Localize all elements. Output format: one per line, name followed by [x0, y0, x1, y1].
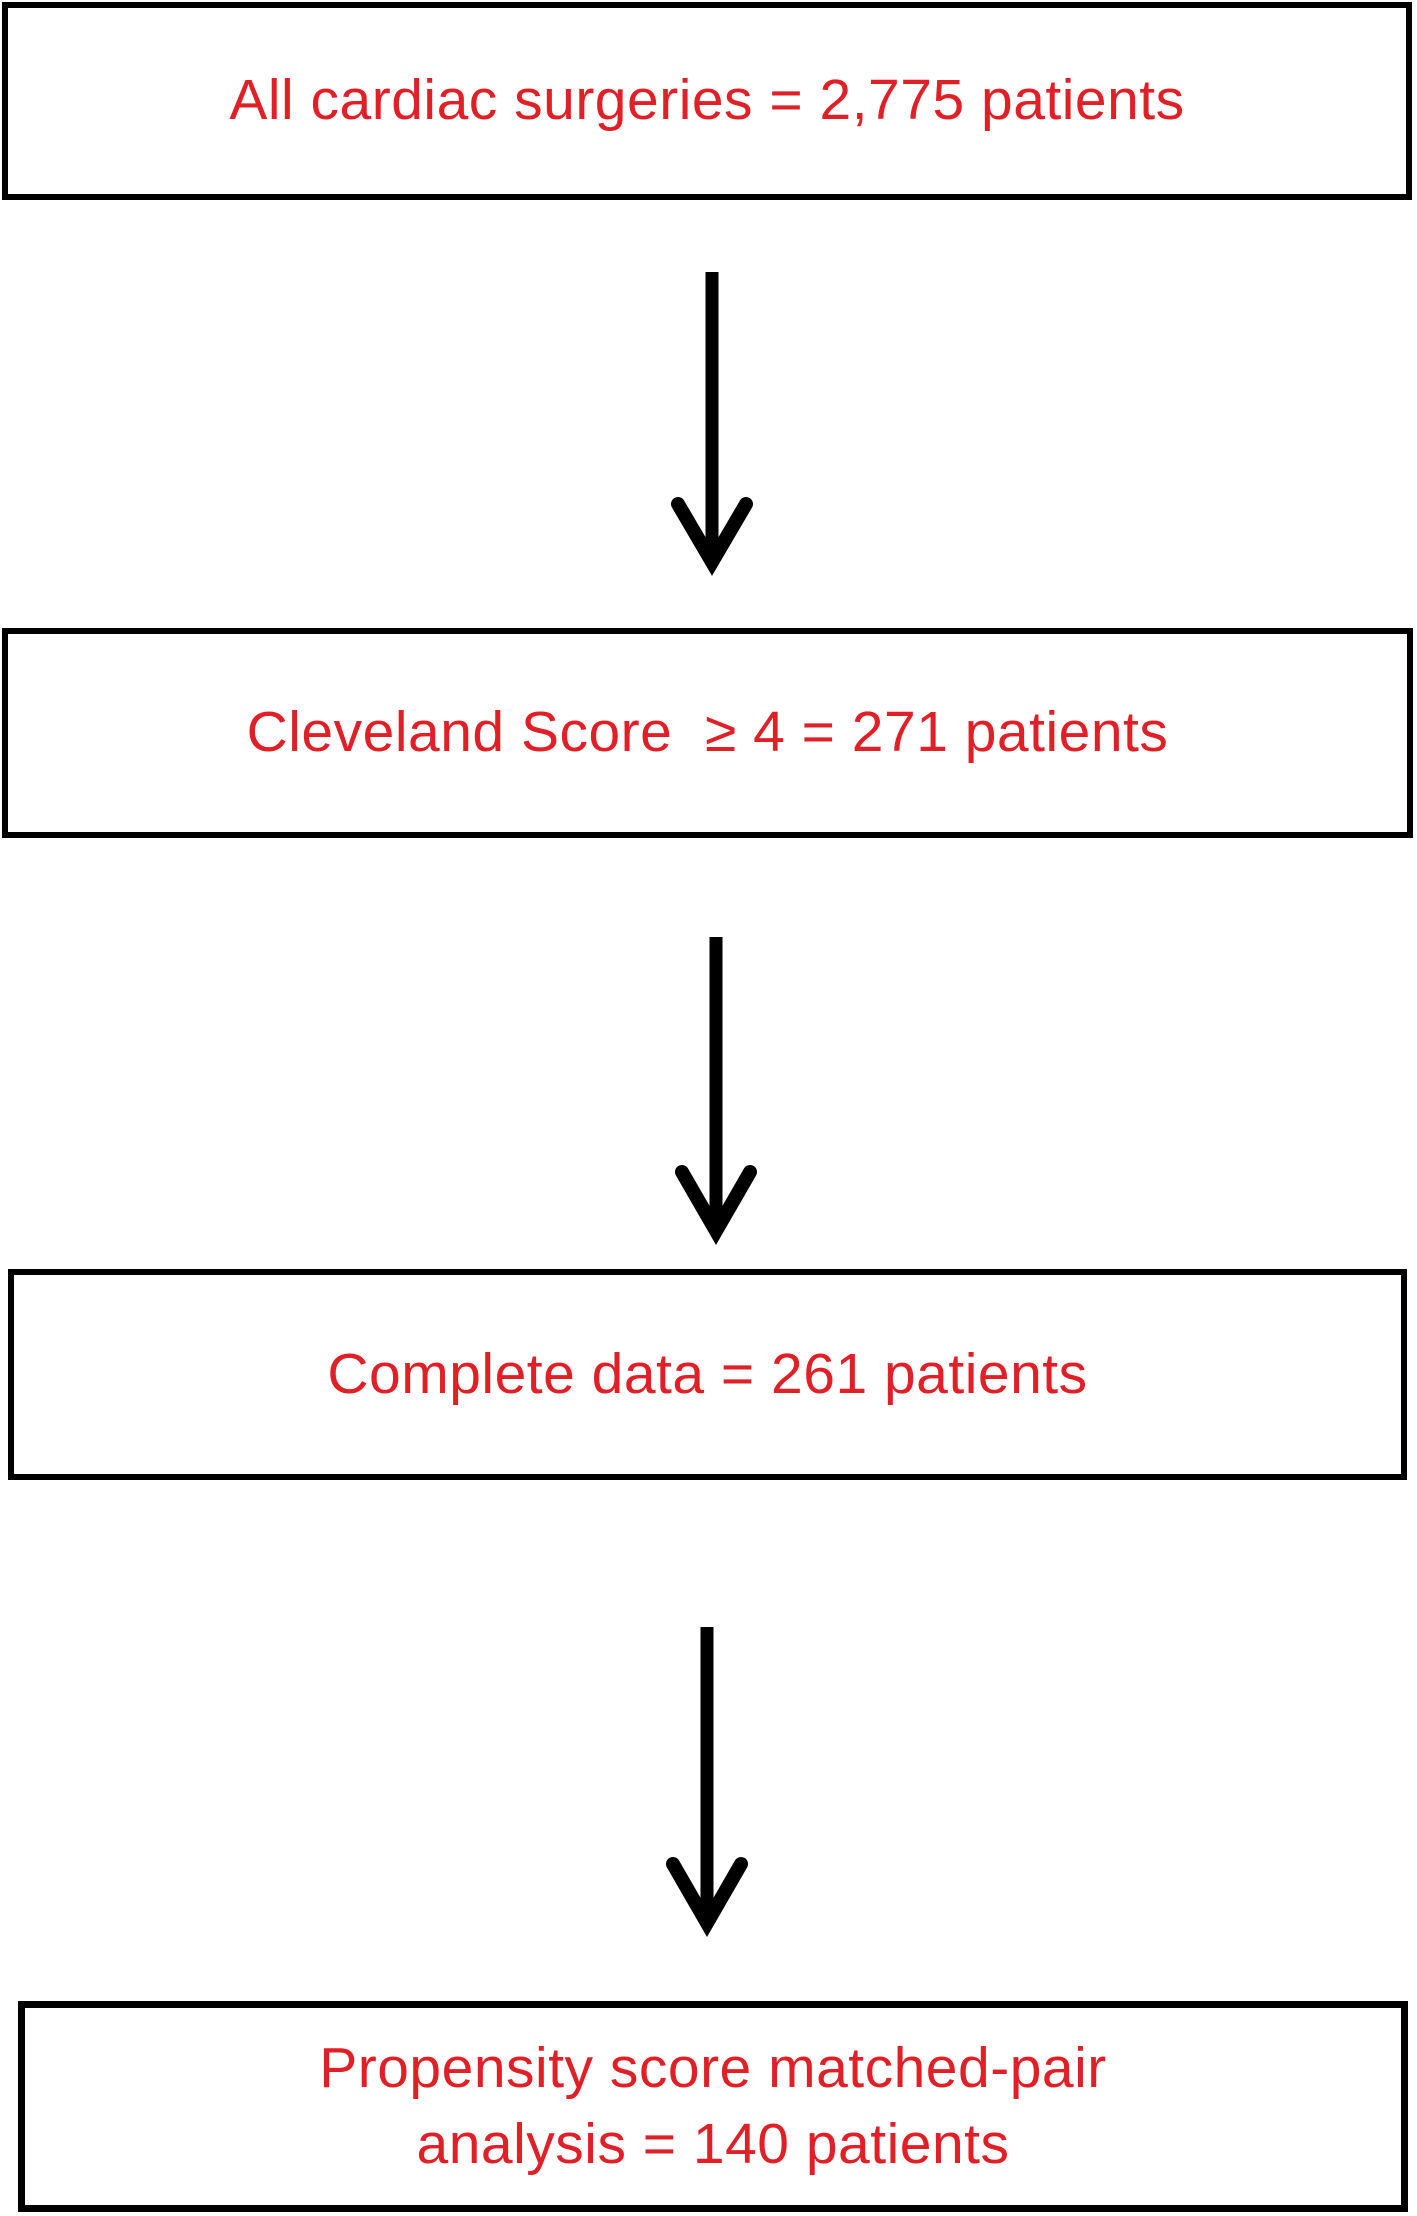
down-arrow-icon — [671, 272, 753, 576]
flow-box-label: All cardiac surgeries = 2,775 patients — [229, 68, 1185, 133]
flow-box-all-cardiac-surgeries: All cardiac surgeries = 2,775 patients — [2, 2, 1412, 200]
down-arrow-icon — [666, 1627, 748, 1938]
flow-box-label-line-2: analysis = 140 patients — [416, 2111, 1010, 2176]
flow-box-propensity-analysis: Propensity score matched-pair analysis =… — [18, 2001, 1408, 2212]
flow-box-label-line-1: Propensity score matched-pair — [319, 2036, 1107, 2101]
down-arrow-icon — [675, 937, 757, 1246]
flow-box-label: Cleveland Score ≥ 4 = 271 patients — [246, 700, 1169, 765]
flow-box-cleveland-score: Cleveland Score ≥ 4 = 271 patients — [2, 628, 1413, 838]
flow-box-label: Complete data = 261 patients — [327, 1341, 1088, 1406]
flow-box-complete-data: Complete data = 261 patients — [8, 1269, 1407, 1480]
